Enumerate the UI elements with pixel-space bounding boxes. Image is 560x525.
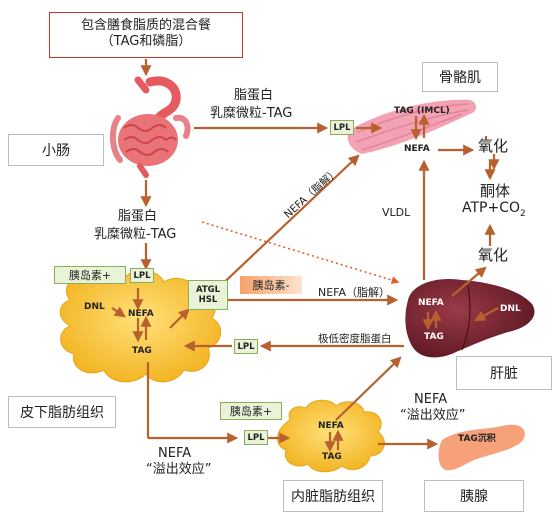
organ-pancreas: 胰腺: [424, 480, 524, 512]
subcut-dnl-label: DNL: [84, 302, 105, 312]
lpl-badge-subcut: LPL: [130, 268, 154, 283]
muscle-tag-imcl-label: TAG (IMCL): [394, 106, 450, 116]
subcut-nefa-label: NEFA: [128, 309, 154, 319]
organ-subcutaneous-fat: 皮下脂肪组织: [8, 396, 116, 428]
dotted-arrow: [201, 221, 400, 284]
visceral-tag-label: TAG: [322, 452, 342, 462]
lpl-badge-visceral: LPL: [244, 430, 268, 445]
atp-co2-label: ATP+CO2: [462, 200, 526, 220]
co2-subscript: 2: [520, 208, 526, 219]
liver-nefa-label: NEFA: [418, 298, 444, 308]
down-transport-label-2: 乳糜微粒-TAG: [94, 227, 177, 242]
arrows: [111, 59, 500, 453]
organ-skeletal-muscle: 骨骼肌: [422, 62, 498, 92]
liver-dnl-label: DNL: [500, 304, 521, 314]
subcutaneous-fat-illustration: [59, 267, 222, 383]
title-box: 包含膳食脂质的混合餐 （TAG和磷脂）: [49, 12, 243, 58]
top-transport-label-2: 乳糜微粒-TAG: [210, 106, 293, 121]
insulin-plus-visceral: 胰岛素+: [220, 402, 282, 420]
nefa-spill-label-4: “溢出效应”: [400, 408, 466, 423]
hsl-label: HSL: [198, 295, 218, 305]
tag-deposit-label: TAG沉积: [458, 434, 496, 444]
oxidation-label-1: 氧化: [478, 137, 509, 155]
insulin-minus: 胰岛素-: [240, 276, 302, 294]
nefa-lipolysis-label: NEFA（脂解）: [318, 286, 391, 299]
atgl-hsl-badge: ATGL HSL: [188, 280, 228, 310]
muscle-nefa-label: NEFA: [404, 144, 430, 154]
lpl-badge-muscle: LPL: [330, 120, 354, 135]
vldl-lipoprotein-label: 极低密度脂蛋白: [318, 333, 392, 345]
organ-small-intestine: 小肠: [8, 134, 104, 166]
nefa-spill-label-3: NEFA: [414, 392, 448, 407]
vldl-label: VLDL: [382, 206, 411, 219]
organ-visceral-fat: 内脏脂肪组织: [283, 480, 383, 512]
atp-co2-text: ATP+CO: [462, 200, 521, 216]
liver-tag-label: TAG: [424, 332, 444, 342]
organ-liver: 肝脏: [456, 356, 552, 390]
oxidation-label-2: 氧化: [478, 246, 509, 264]
ketone-label: 酮体: [480, 182, 511, 200]
atgl-label: ATGL: [195, 285, 221, 295]
insulin-plus-subcut: 胰岛素+: [54, 266, 126, 284]
nefa-spill-label-2: “溢出效应”: [146, 462, 212, 477]
visceral-nefa-label: NEFA: [318, 421, 344, 431]
top-transport-label-1: 脂蛋白: [234, 88, 274, 103]
title-line-1: 包含膳食脂质的混合餐: [80, 18, 211, 33]
small-intestine-illustration: [110, 76, 191, 178]
lpl-badge-vldl: LPL: [234, 339, 258, 354]
pancreas-illustration: [438, 424, 525, 471]
nefa-spill-label-1: NEFA: [158, 446, 192, 461]
down-transport-label-1: 脂蛋白: [118, 209, 158, 224]
subcut-tag-label: TAG: [132, 346, 152, 356]
title-line-2: （TAG和磷脂）: [100, 34, 192, 50]
